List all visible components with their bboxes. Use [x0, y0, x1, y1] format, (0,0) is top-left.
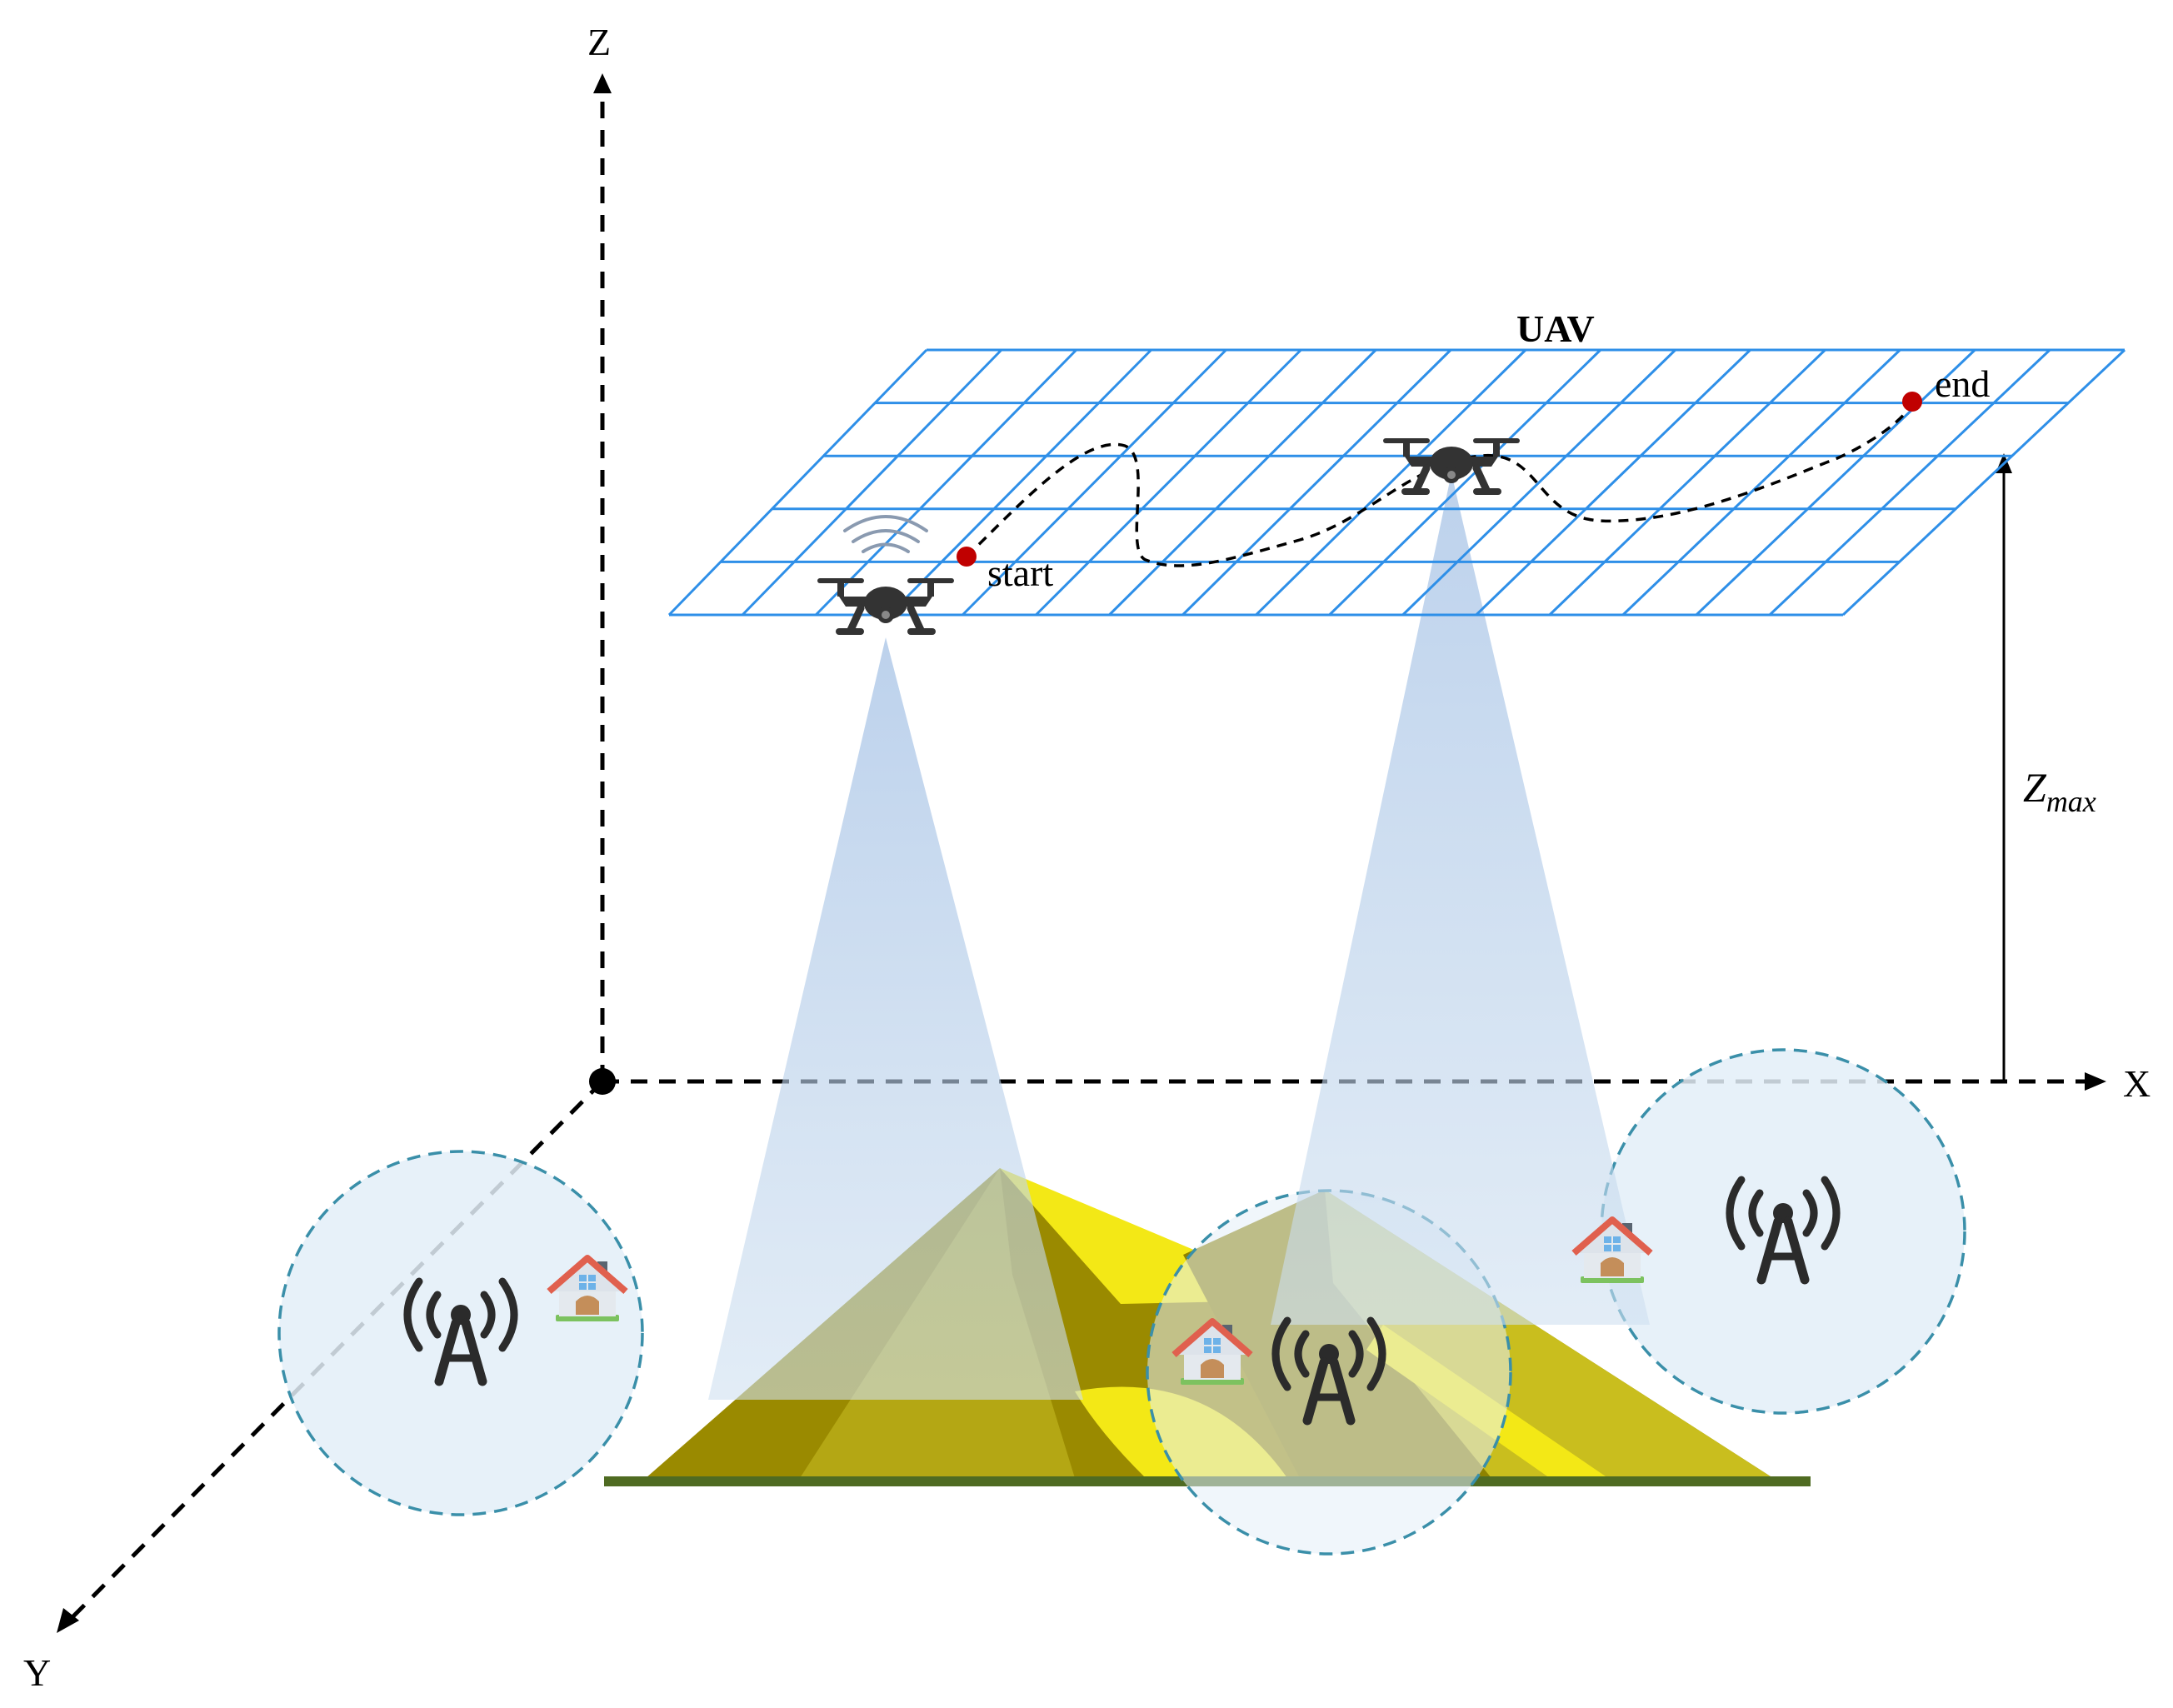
grid-col-line — [1108, 348, 1377, 617]
grid-col-line — [1548, 348, 1826, 617]
coverage-circle-1 — [277, 1150, 644, 1516]
grid-col-line — [888, 348, 1152, 617]
uav-trajectory — [965, 401, 1914, 567]
beam-right — [1271, 473, 1650, 1325]
grid-col-line — [1695, 348, 1976, 617]
end-waypoint — [1902, 392, 1922, 412]
grid-col-line — [741, 348, 1002, 617]
grid-col-line — [1401, 348, 1676, 617]
uav-flight-grid — [667, 348, 2126, 617]
beam-left — [708, 637, 1083, 1400]
grid-col-line — [1621, 348, 1901, 617]
y-axis-label: Y — [23, 1651, 52, 1694]
end-label: end — [1935, 362, 1991, 405]
uav-beams — [708, 473, 1650, 1400]
grid-col-line — [1328, 348, 1601, 617]
start-label: start — [987, 552, 1054, 594]
uav-plane-title: UAV — [1516, 307, 1595, 350]
drone-icon — [817, 578, 954, 632]
grid-col-line — [1768, 348, 2051, 617]
grid-col-line — [1841, 348, 2126, 617]
grid-col-line — [1475, 348, 1751, 617]
y-axis-arrow-icon — [57, 1608, 79, 1633]
grid-col-line — [1035, 348, 1302, 617]
grid-col-line — [1181, 348, 1452, 617]
origin-point — [589, 1068, 616, 1095]
x-axis-arrow-icon — [2085, 1072, 2106, 1091]
signal-waves-icon — [843, 515, 928, 553]
grid-col-line — [815, 348, 1077, 617]
coverage-areas — [277, 1048, 1966, 1556]
zmax-indicator — [1996, 453, 2012, 1081]
z-axis-label: Z — [587, 21, 612, 63]
grid-col-line — [962, 348, 1227, 617]
coverage-circle-3 — [1600, 1048, 1966, 1415]
grid-col-line — [1255, 348, 1527, 617]
start-waypoint — [957, 547, 977, 567]
zmax-label: Zmax — [2023, 764, 2096, 818]
x-axis-label: X — [2123, 1062, 2151, 1105]
grid-col-line — [667, 348, 928, 617]
z-axis-arrow-icon — [593, 73, 612, 93]
